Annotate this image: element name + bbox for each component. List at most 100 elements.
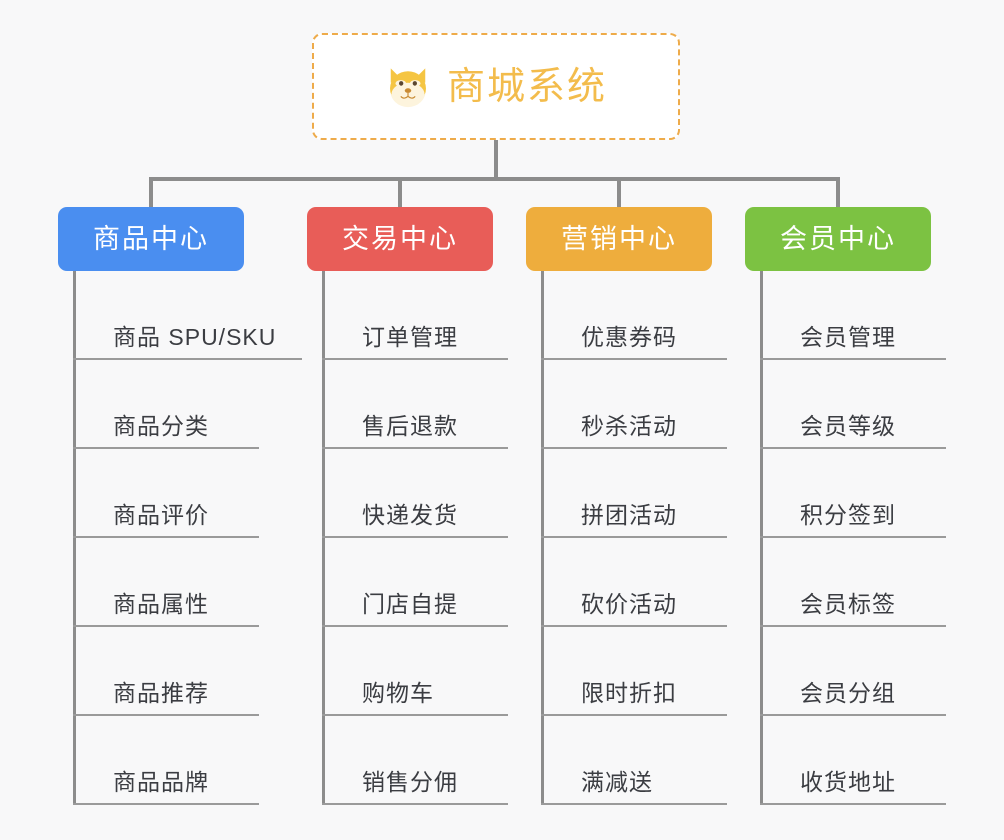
branch-items-marketing-center: 优惠券码秒杀活动拼团活动砍价活动限时折扣满减送 bbox=[541, 271, 727, 805]
branch-item-label: 销售分佣 bbox=[362, 768, 458, 795]
branch-item-underline: 快递发货 bbox=[322, 501, 508, 538]
branch-item-label: 商品品牌 bbox=[113, 768, 209, 795]
branch-item[interactable]: 拼团活动 bbox=[541, 449, 727, 538]
branch-item[interactable]: 会员等级 bbox=[760, 360, 946, 449]
branch-item[interactable]: 商品属性 bbox=[73, 538, 302, 627]
branch-header-label: 营销中心 bbox=[561, 223, 677, 254]
branch-item-label: 商品 SPU/SKU bbox=[113, 323, 277, 350]
branch-trunk-connector-marketing-center bbox=[541, 271, 544, 805]
branch-item-underline: 会员管理 bbox=[760, 323, 946, 360]
branch-item-underline: 商品属性 bbox=[73, 590, 259, 627]
branch-trunk-connector-trade-center bbox=[322, 271, 325, 805]
branch-item-label: 会员标签 bbox=[800, 590, 896, 617]
branch-item-label: 会员分组 bbox=[800, 679, 896, 706]
branch-item[interactable]: 商品推荐 bbox=[73, 627, 302, 716]
branch-item[interactable]: 购物车 bbox=[322, 627, 508, 716]
branch-item-underline: 商品 SPU/SKU bbox=[73, 323, 303, 360]
branch-item-label: 商品评价 bbox=[113, 501, 209, 528]
branch-item[interactable]: 商品品牌 bbox=[73, 716, 302, 805]
branch-items-member-center: 会员管理会员等级积分签到会员标签会员分组收货地址 bbox=[760, 271, 946, 805]
branch-item-underline: 商品推荐 bbox=[73, 679, 259, 716]
branch-item-label: 拼团活动 bbox=[581, 501, 677, 528]
branch-item[interactable]: 销售分佣 bbox=[322, 716, 508, 805]
branch-item-underline: 秒杀活动 bbox=[541, 412, 727, 449]
branch-drop-connector-marketing-center bbox=[617, 177, 621, 209]
branch-item-underline: 商品品牌 bbox=[73, 768, 259, 805]
branch-item[interactable]: 满减送 bbox=[541, 716, 727, 805]
branch-item-underline: 会员等级 bbox=[760, 412, 946, 449]
branch-item[interactable]: 会员管理 bbox=[760, 271, 946, 360]
branch-item-underline: 拼团活动 bbox=[541, 501, 727, 538]
branch-item-underline: 商品评价 bbox=[73, 501, 259, 538]
branch-item-label: 购物车 bbox=[362, 679, 434, 706]
branch-item-underline: 商品分类 bbox=[73, 412, 259, 449]
branch-item-label: 快递发货 bbox=[362, 501, 458, 528]
branch-item[interactable]: 秒杀活动 bbox=[541, 360, 727, 449]
branch-item[interactable]: 快递发货 bbox=[322, 449, 508, 538]
branch-item-underline: 会员标签 bbox=[760, 590, 946, 627]
root-node[interactable]: 商城系统 bbox=[312, 33, 680, 140]
dog-face-icon bbox=[385, 64, 431, 110]
branch-item-underline: 购物车 bbox=[322, 679, 508, 716]
branch-item[interactable]: 优惠券码 bbox=[541, 271, 727, 360]
branch-column-product-center: 商品中心 bbox=[58, 207, 244, 271]
branch-item[interactable]: 会员分组 bbox=[760, 627, 946, 716]
branch-item-label: 优惠券码 bbox=[581, 323, 677, 350]
branch-header-label: 交易中心 bbox=[342, 223, 458, 254]
branch-item-underline: 积分签到 bbox=[760, 501, 946, 538]
branch-item-label: 门店自提 bbox=[362, 590, 458, 617]
branch-item[interactable]: 订单管理 bbox=[322, 271, 508, 360]
branch-item-label: 商品分类 bbox=[113, 412, 209, 439]
branch-header-label: 商品中心 bbox=[93, 223, 209, 254]
branch-item-underline: 砍价活动 bbox=[541, 590, 727, 627]
branch-item-label: 积分签到 bbox=[800, 501, 896, 528]
branch-item[interactable]: 收货地址 bbox=[760, 716, 946, 805]
branch-column-member-center: 会员中心 bbox=[745, 207, 931, 271]
branch-header-member-center[interactable]: 会员中心 bbox=[745, 207, 931, 271]
branch-items-product-center: 商品 SPU/SKU 商品分类商品评价商品属性商品推荐商品品牌 bbox=[73, 271, 303, 805]
branch-drop-connector-trade-center bbox=[398, 177, 402, 209]
branch-item-label: 订单管理 bbox=[362, 323, 458, 350]
branch-trunk-connector-product-center bbox=[73, 271, 76, 805]
branch-header-marketing-center[interactable]: 营销中心 bbox=[526, 207, 712, 271]
branch-item-underline: 满减送 bbox=[541, 768, 727, 805]
branch-item-underline: 收货地址 bbox=[760, 768, 946, 805]
branch-column-marketing-center: 营销中心 bbox=[526, 207, 712, 271]
branch-item[interactable]: 商品评价 bbox=[73, 449, 302, 538]
branch-item-label: 砍价活动 bbox=[581, 590, 677, 617]
branch-item-underline: 会员分组 bbox=[760, 679, 946, 716]
branch-item-label: 秒杀活动 bbox=[581, 412, 677, 439]
branch-item[interactable]: 限时折扣 bbox=[541, 627, 727, 716]
branch-item-underline: 售后退款 bbox=[322, 412, 508, 449]
branch-item-underline: 优惠券码 bbox=[541, 323, 727, 360]
branch-item[interactable]: 门店自提 bbox=[322, 538, 508, 627]
branch-bus-connector bbox=[149, 177, 839, 181]
branch-item[interactable]: 积分签到 bbox=[760, 449, 946, 538]
branch-item-label: 收货地址 bbox=[800, 768, 896, 795]
branch-item-label: 售后退款 bbox=[362, 412, 458, 439]
branch-header-product-center[interactable]: 商品中心 bbox=[58, 207, 244, 271]
branch-item[interactable]: 砍价活动 bbox=[541, 538, 727, 627]
branch-item[interactable]: 商品分类 bbox=[73, 360, 302, 449]
branch-trunk-connector-member-center bbox=[760, 271, 763, 805]
branch-item-label: 会员等级 bbox=[800, 412, 896, 439]
branch-item[interactable]: 会员标签 bbox=[760, 538, 946, 627]
root-stem-connector bbox=[494, 140, 498, 179]
branch-item-label: 商品推荐 bbox=[113, 679, 209, 706]
branch-item-underline: 销售分佣 bbox=[322, 768, 508, 805]
branch-item-label: 商品属性 bbox=[113, 590, 209, 617]
branch-items-trade-center: 订单管理售后退款快递发货门店自提购物车销售分佣 bbox=[322, 271, 508, 805]
branch-header-label: 会员中心 bbox=[780, 223, 896, 254]
branch-item-underline: 限时折扣 bbox=[541, 679, 727, 716]
branch-item-underline: 门店自提 bbox=[322, 590, 508, 627]
branch-header-trade-center[interactable]: 交易中心 bbox=[307, 207, 493, 271]
branch-item[interactable]: 售后退款 bbox=[322, 360, 508, 449]
branch-item-label: 满减送 bbox=[581, 768, 653, 795]
branch-item-label: 限时折扣 bbox=[581, 679, 677, 706]
branch-item[interactable]: 商品 SPU/SKU bbox=[73, 271, 303, 360]
branch-drop-connector-member-center bbox=[836, 177, 840, 209]
branch-item-label: 会员管理 bbox=[800, 323, 896, 350]
root-title: 商城系统 bbox=[446, 65, 607, 108]
branch-item-underline: 订单管理 bbox=[322, 323, 508, 360]
branch-column-trade-center: 交易中心 bbox=[307, 207, 493, 271]
